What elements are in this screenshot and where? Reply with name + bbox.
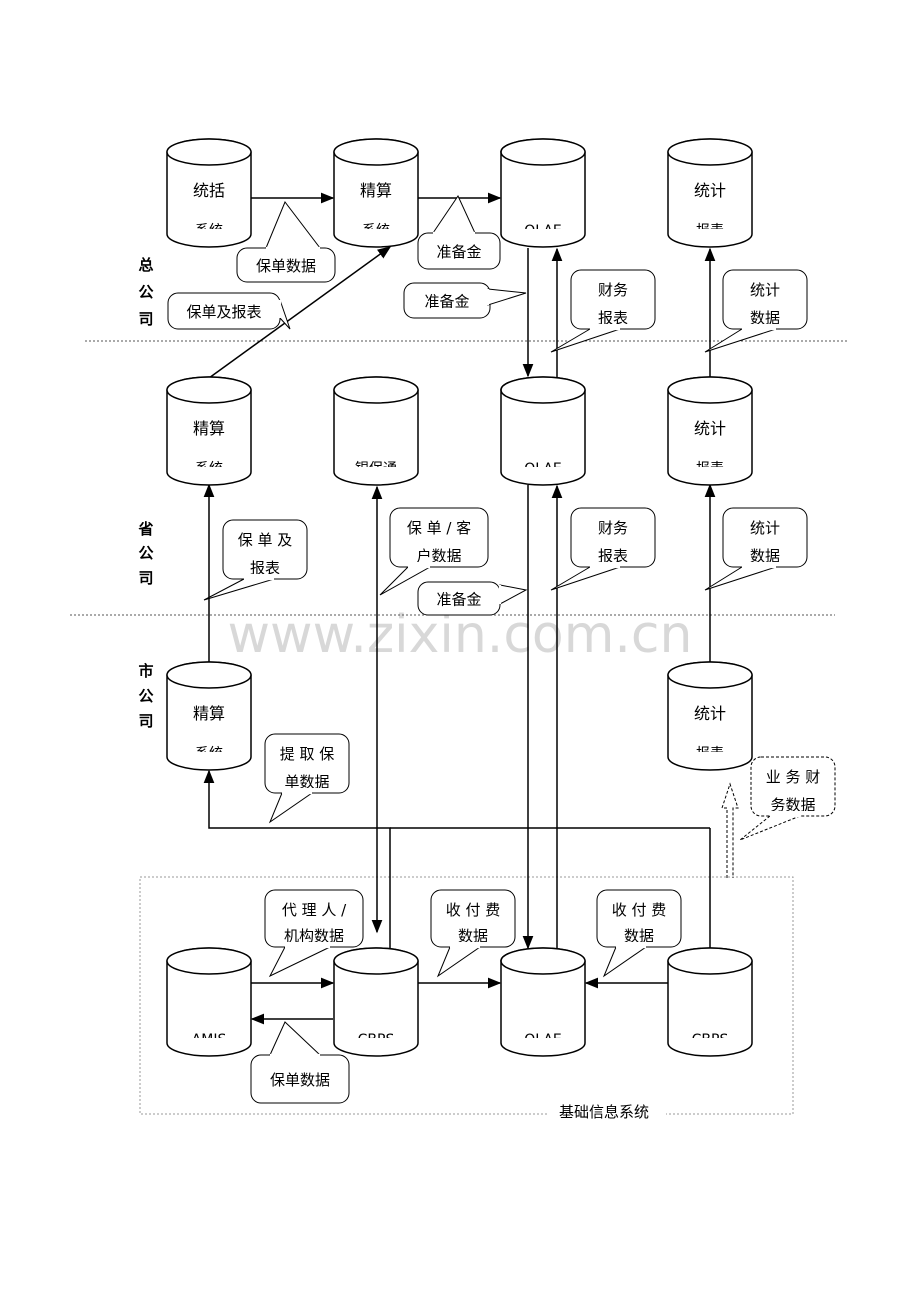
system-hq-olae: OLAE	[500, 138, 586, 248]
callout-text: 保单数据	[270, 1071, 330, 1089]
system-sublabel: 报表	[696, 223, 724, 239]
system-prov-bank: 银保通	[333, 376, 419, 486]
level-label-province: 省 公 司	[137, 520, 153, 587]
system-sublabel: OLAE	[524, 1032, 562, 1048]
callout-text-2: 报表	[250, 559, 280, 577]
callout-text: 收 付 费	[612, 901, 667, 919]
system-base-cbps1: CBPS	[333, 947, 419, 1057]
callout-policy-report-prov: 保 单 及报表	[203, 519, 308, 601]
callout-text: 财务	[598, 519, 628, 537]
system-label: 统计	[694, 181, 726, 200]
callout-text: 业 务 财	[766, 768, 821, 786]
base-info-system-caption: 基础信息系统	[559, 1103, 649, 1121]
svg-text:司: 司	[138, 712, 153, 730]
callout-text-2: 数据	[750, 547, 780, 565]
callout-text-2: 数据	[750, 309, 780, 327]
system-label: 精算	[360, 181, 392, 200]
system-sublabel: 系统	[195, 746, 223, 762]
callout-text-2: 务数据	[770, 796, 815, 814]
system-label: 精算	[193, 419, 225, 438]
callout-text-2: 数据	[458, 927, 488, 945]
system-prov-olae: OLAE	[500, 376, 586, 486]
callout-agent-org: 代 理 人 / 机构数据	[264, 889, 364, 978]
svg-text:省: 省	[137, 520, 153, 538]
system-sublabel: CBPS	[358, 1032, 395, 1048]
system-base-cbps2: CBPS	[667, 947, 753, 1057]
callout-payment1: 收 付 费数据	[430, 889, 516, 978]
system-sublabel: 报表	[696, 746, 724, 762]
callout-text: 统计	[750, 281, 780, 299]
callout-text: 准备金	[436, 591, 481, 609]
base-info-system-box	[139, 876, 794, 1115]
callout-text: 保单数据	[256, 257, 316, 275]
callout-text: 保单及报表	[186, 303, 261, 321]
system-label: 精算	[193, 704, 225, 723]
svg-text:公: 公	[138, 544, 153, 562]
callout-text: 财务	[598, 281, 628, 299]
system-city-actuarial: 精算系统	[166, 661, 252, 771]
callout-text-2: 机构数据	[284, 927, 344, 945]
callout-text-2: 报表	[598, 309, 628, 327]
callout-text: 保 单 及	[238, 531, 293, 549]
system-sublabel: OLAE	[524, 461, 562, 477]
callout-text: 准备金	[436, 243, 481, 261]
system-sublabel: OLAE	[524, 223, 562, 239]
callout-text-2: 单数据	[284, 773, 329, 791]
system-hq-actuarial: 精算系统	[333, 138, 419, 248]
level-label-city: 市 公 司	[138, 662, 153, 730]
callout-text-2: 户数据	[416, 547, 461, 565]
system-hq-report: 统计报表	[667, 138, 753, 248]
system-sublabel: 系统	[362, 223, 390, 239]
callout-text: 代 理 人 /	[282, 901, 347, 919]
callout-text: 统计	[750, 519, 780, 537]
svg-text:公: 公	[138, 687, 153, 705]
callout-policy-report-hq: 保单及报表	[167, 292, 291, 330]
callout-extract-policy: 提 取 保单数据	[264, 733, 350, 824]
callout-text: 保 单 / 客	[407, 519, 471, 537]
system-sublabel: 报表	[696, 461, 724, 477]
system-prov-actuarial: 精算系统	[166, 376, 252, 486]
system-sublabel: 银保通	[355, 461, 397, 477]
system-city-report: 统计报表	[667, 661, 753, 771]
callout-payment2: 收 付 费数据	[596, 889, 682, 978]
system-sublabel: CBPS	[692, 1032, 729, 1048]
system-base-amis: AMIS	[166, 947, 252, 1057]
callout-text-2: 数据	[624, 927, 654, 945]
connections	[203, 192, 716, 1025]
system-sublabel: 系统	[195, 223, 223, 239]
svg-text:市: 市	[138, 662, 153, 680]
system-label: 统计	[694, 704, 726, 723]
svg-text:公: 公	[138, 283, 153, 301]
system-label: 统计	[694, 419, 726, 438]
callout-reserve2: 准备金	[403, 282, 527, 319]
callout-text-2: 报表	[598, 547, 628, 565]
svg-text:司: 司	[138, 569, 153, 587]
callout-text: 提 取 保	[280, 745, 335, 763]
svg-text:司: 司	[138, 310, 153, 328]
callout-policy-data-base: 保单数据	[250, 1021, 350, 1104]
dashed-up-arrow	[721, 782, 739, 878]
callout-reserve3: 准备金	[417, 581, 528, 616]
system-hq-stats: 统括系统	[166, 138, 252, 248]
system-base-olae: OLAE	[500, 947, 586, 1057]
callout-text: 准备金	[424, 293, 469, 311]
callout-reserve1: 准备金	[417, 194, 501, 270]
callout-text: 收 付 费	[446, 901, 501, 919]
system-label: 统括	[193, 181, 225, 200]
system-sublabel: 系统	[195, 461, 223, 477]
svg-text:总: 总	[138, 256, 153, 274]
system-prov-report: 统计报表	[667, 376, 753, 486]
system-sublabel: AMIS	[192, 1032, 227, 1048]
level-label-head-office: 总 公 司	[138, 256, 153, 328]
callout-policy-data-hq: 保单数据	[236, 201, 336, 283]
